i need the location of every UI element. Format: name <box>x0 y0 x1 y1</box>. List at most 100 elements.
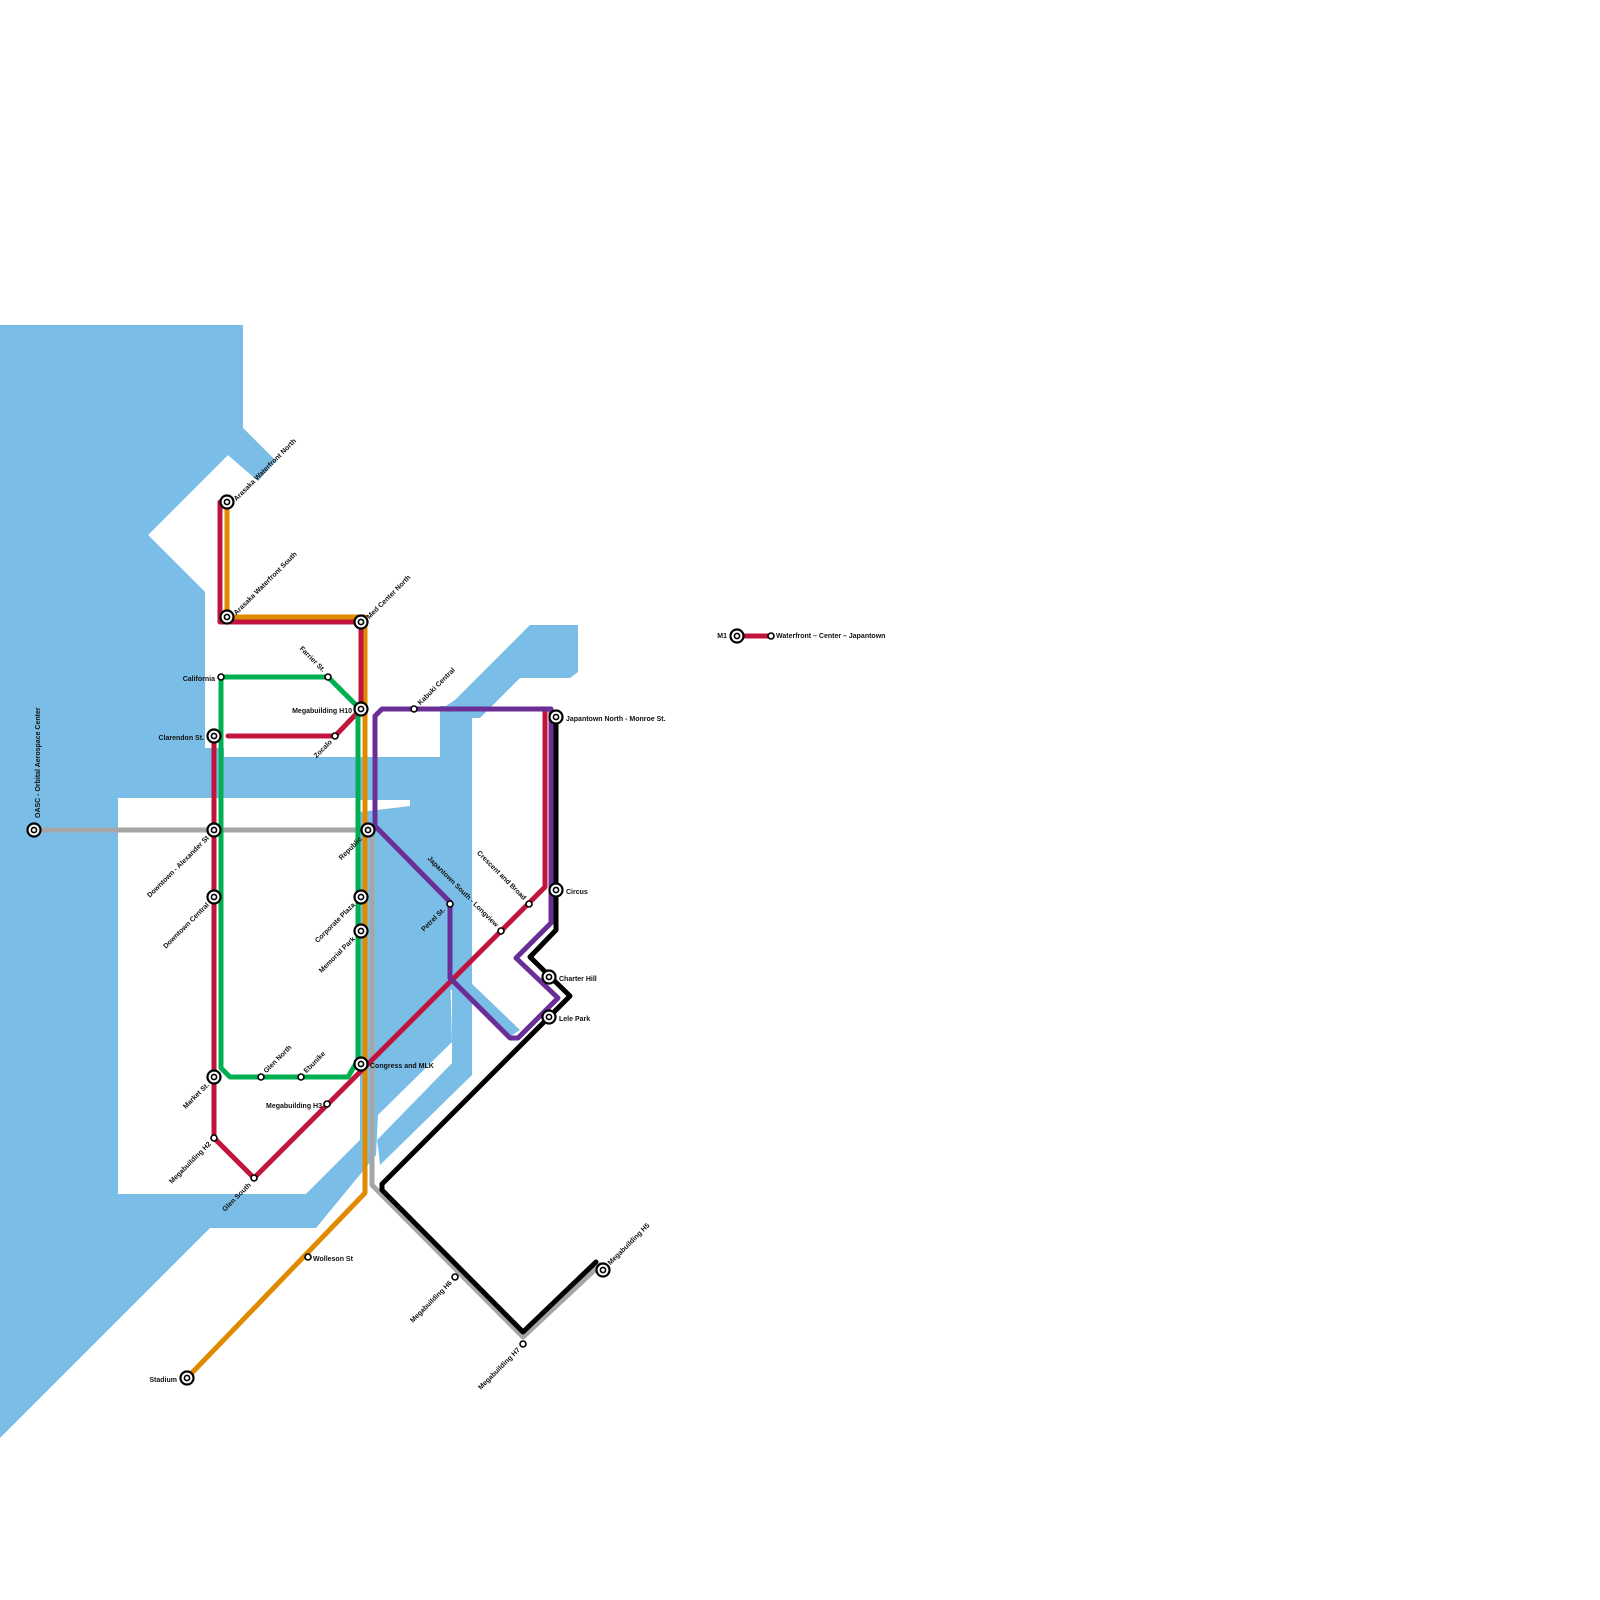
station-label: Med Center North <box>366 574 412 620</box>
interchange-inner-dot <box>357 1060 365 1068</box>
station-label: Market St. <box>182 1082 211 1111</box>
water-layer <box>0 325 578 1438</box>
station-charter-hill[interactable] <box>541 969 557 985</box>
interchange-inner-dot <box>357 705 365 713</box>
station-megabuilding-h6[interactable] <box>451 1273 459 1281</box>
station-label: Megabuilding H5 <box>607 1222 652 1267</box>
station-label: Farrier St. <box>298 645 326 673</box>
interchange-inner-dot <box>552 713 560 721</box>
station-label: Congress and MLK <box>370 1063 434 1070</box>
interchange-inner-dot <box>545 973 553 981</box>
station-petrel[interactable] <box>446 900 454 908</box>
station-congress-mlk[interactable] <box>353 1056 369 1072</box>
interchange-inner-dot <box>210 1073 218 1081</box>
station-glen-south[interactable] <box>250 1174 258 1182</box>
station-label: Wolleson St <box>313 1256 354 1263</box>
station-glen-north[interactable] <box>257 1073 265 1081</box>
station-label: Lele Park <box>559 1016 590 1023</box>
interchange-inner-dot <box>30 826 38 834</box>
interchange-inner-dot <box>223 613 231 621</box>
water-northeast-inlet <box>455 625 578 718</box>
station-stadium[interactable] <box>179 1370 195 1386</box>
station-lele-park[interactable] <box>541 1009 557 1025</box>
station-arasaka-north[interactable] <box>219 494 235 510</box>
station-label: Ebunike <box>303 1051 327 1075</box>
station-megabuilding-h10[interactable] <box>353 701 369 717</box>
legend: M1 Waterfront – Center – Japantown <box>717 628 885 644</box>
station-oasc[interactable] <box>26 822 42 838</box>
station-downtown-central[interactable] <box>206 889 222 905</box>
station-label: Stadium <box>149 1377 177 1384</box>
station-downtown-alexander[interactable] <box>206 822 222 838</box>
station-clarendon[interactable] <box>206 728 222 744</box>
station-label: OASC - Orbital Aerospace Center <box>35 707 42 818</box>
station-label: Glen North <box>263 1044 294 1075</box>
interchange-inner-dot <box>599 1266 607 1274</box>
stop-marker-icon <box>297 1073 305 1081</box>
station-label: Megabuilding H7 <box>477 1347 522 1392</box>
stop-marker-icon <box>210 1134 218 1142</box>
station-label: Arasaka Waterfront South <box>233 551 299 617</box>
line-purple-segment <box>372 706 561 1041</box>
stop-marker-icon <box>451 1273 459 1281</box>
station-megabuilding-h2[interactable] <box>210 1134 218 1142</box>
water-central-strip <box>0 325 372 1438</box>
station-ebunike[interactable] <box>297 1073 305 1081</box>
stations <box>26 494 611 1386</box>
interchange-inner-dot <box>210 732 218 740</box>
interchange-inner-dot <box>357 927 365 935</box>
stop-marker-icon <box>331 732 339 740</box>
station-med-center-north[interactable] <box>353 614 369 630</box>
station-republic[interactable] <box>360 822 376 838</box>
station-label: Megabuilding H2 <box>168 1141 213 1186</box>
station-label: Megabuilding H10 <box>292 708 352 715</box>
station-megabuilding-h3[interactable] <box>323 1100 331 1108</box>
line-gray-segment <box>369 827 603 1340</box>
station-label: Downtown Central <box>162 902 210 950</box>
stop-marker-icon <box>497 927 505 935</box>
station-label: Japantown North - Monroe St. <box>566 716 666 723</box>
legend-stop-icon <box>767 632 775 640</box>
station-label: Memorial Park <box>318 936 357 975</box>
line-green-segment <box>218 674 361 1080</box>
stop-marker-icon <box>446 900 454 908</box>
station-market[interactable] <box>206 1069 222 1085</box>
station-label: Circus <box>566 889 588 896</box>
legend-interchange-inner <box>733 632 741 640</box>
station-megabuilding-h5[interactable] <box>595 1262 611 1278</box>
station-kabuki-central[interactable] <box>410 705 418 713</box>
station-megabuilding-h7[interactable] <box>519 1340 527 1348</box>
station-label: Crescent and Broad <box>475 850 527 902</box>
station-california[interactable] <box>217 673 225 681</box>
station-label: Kabuki Central <box>417 667 457 707</box>
interchange-inner-dot <box>357 618 365 626</box>
station-zocalo[interactable] <box>331 732 339 740</box>
legend-line-name: M1 <box>717 633 727 640</box>
water-south-inlet <box>462 980 520 1038</box>
stop-marker-icon <box>257 1073 265 1081</box>
station-corporate-plaza[interactable] <box>353 889 369 905</box>
station-label: Megabuilding H6 <box>409 1280 454 1325</box>
legend-route-text: Waterfront – Center – Japantown <box>776 633 885 640</box>
station-label: Clarendon St. <box>158 735 204 742</box>
station-label: Zocalo <box>313 739 334 760</box>
stop-marker-icon <box>217 673 225 681</box>
stop-marker-icon <box>323 1100 331 1108</box>
station-memorial-park[interactable] <box>353 923 369 939</box>
station-japantown-south[interactable] <box>497 927 505 935</box>
station-label: Megabuilding H3 <box>266 1103 322 1110</box>
interchange-inner-dot <box>183 1374 191 1382</box>
stop-marker-icon <box>304 1253 312 1261</box>
interchange-inner-dot <box>552 886 560 894</box>
interchange-inner-dot <box>210 893 218 901</box>
station-label: Charter Hill <box>559 976 597 983</box>
station-arasaka-south[interactable] <box>219 609 235 625</box>
station-japantown-north[interactable] <box>548 709 564 725</box>
station-farrier[interactable] <box>324 673 332 681</box>
stop-marker-icon <box>250 1174 258 1182</box>
interchange-inner-dot <box>357 893 365 901</box>
station-wolleson[interactable] <box>304 1253 312 1261</box>
station-crescent-broad[interactable] <box>525 900 533 908</box>
station-circus[interactable] <box>548 882 564 898</box>
